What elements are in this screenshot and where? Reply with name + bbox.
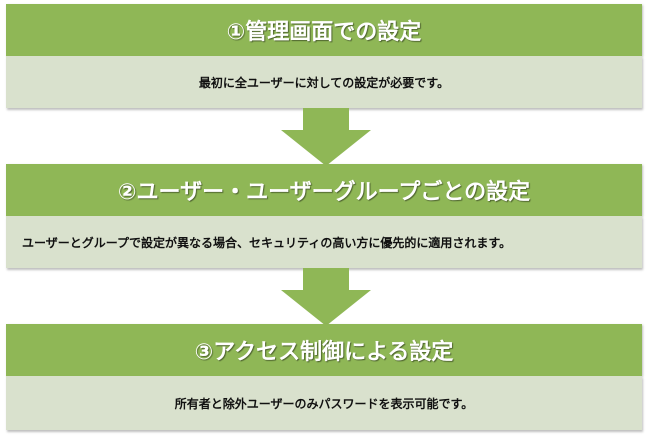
step-1-title: ①管理画面での設定: [6, 4, 642, 56]
step-2-title: ②ユーザー・ユーザーグループごとの設定: [6, 164, 642, 216]
step-3: ③アクセス制御による設定 所有者と除外ユーザーのみパスワードを表示可能です。: [6, 324, 642, 430]
down-arrow-2: [281, 268, 371, 326]
step-3-description: 所有者と除外ユーザーのみパスワードを表示可能です。: [6, 376, 642, 430]
step-2-description: ユーザーとグループで設定が異なる場合、セキュリティの高い方に優先的に適用されます…: [6, 216, 642, 268]
step-1-description: 最初に全ユーザーに対しての設定が必要です。: [6, 56, 642, 108]
down-arrow-1: [281, 108, 371, 166]
step-3-title: ③アクセス制御による設定: [6, 324, 642, 376]
step-1: ①管理画面での設定 最初に全ユーザーに対しての設定が必要です。: [6, 4, 642, 108]
step-2: ②ユーザー・ユーザーグループごとの設定 ユーザーとグループで設定が異なる場合、セ…: [6, 164, 642, 268]
